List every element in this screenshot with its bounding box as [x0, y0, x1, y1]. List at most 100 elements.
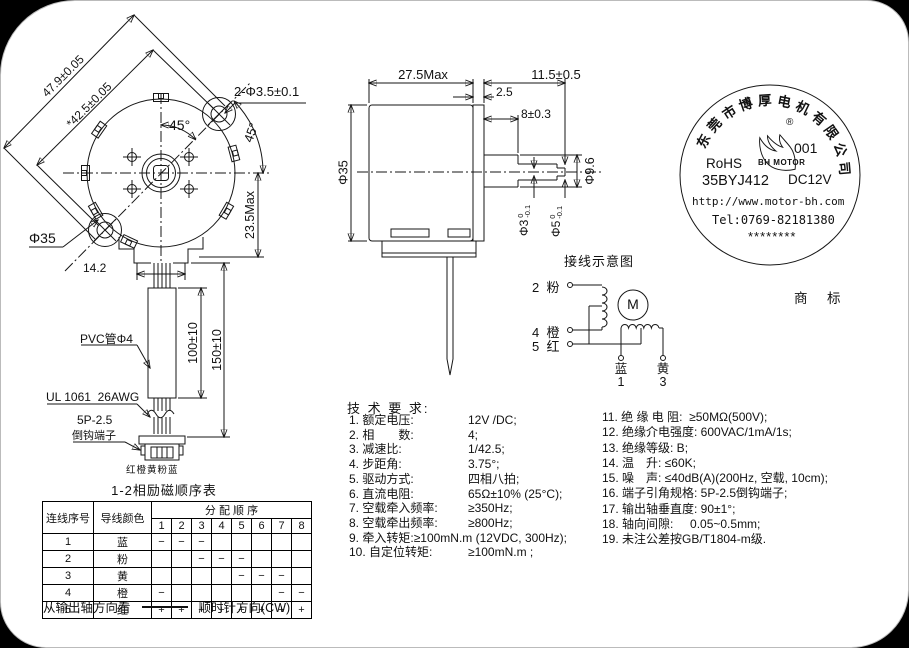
angle-inner: 45°: [169, 117, 191, 133]
arc-char: 电: [776, 93, 793, 111]
cell-mark: −: [291, 584, 312, 602]
dim-lead-length: 150±10: [210, 329, 224, 371]
pvc-tube-label: PVC管Φ4: [80, 332, 133, 346]
tech-label: 9. 牵入转矩:: [349, 530, 414, 545]
tech-value: 1/42.5;: [468, 442, 505, 457]
dim-boss-diameter: Φ9.6: [583, 157, 597, 185]
coil-a: [601, 286, 608, 328]
tech-item: 16. 端子引角规格: 5P-2.5倒钩端子;: [602, 486, 788, 501]
tech-requirements-left: 1. 额定电压:12V /DC; 2. 相 数:4; 3. 减速比:1/42.5…: [349, 413, 567, 560]
tech-value: 12V /DC;: [468, 413, 517, 427]
cell-mark: −: [271, 567, 292, 585]
tech-item: 7. 空载牵入频率: ≥350Hz;: [349, 501, 567, 516]
cell-mark: −: [251, 567, 272, 585]
tech-item: 14. 温 升: ≤60K;: [602, 455, 696, 470]
terminal-3-num: 3: [659, 375, 667, 389]
tech-item: 19. 未注公差按GB/T1804-m级.: [602, 532, 767, 546]
cell-mark: [211, 533, 232, 551]
tech-label: 8. 空载牵出频率:: [349, 515, 438, 530]
cell-color: 蓝: [93, 533, 152, 551]
tech-label: 7. 空载牵入频率:: [349, 501, 438, 516]
trademark-caption: 商 标: [794, 291, 845, 306]
tech-value: 四相八拍;: [468, 471, 520, 486]
stamp-website: http://www.motor-bh.com: [692, 195, 845, 208]
tech-item: 4. 步距角:3.75°;: [349, 457, 567, 472]
registered-mark: ®: [786, 117, 794, 128]
coil-b: [620, 324, 660, 330]
tech-value: 4;: [468, 427, 479, 442]
tech-item: 10. 自定位转矩:≥100mN.m ;: [349, 545, 567, 560]
side-view-dimensions: [348, 79, 582, 241]
tech-label: 5. 驱动方式:: [349, 471, 414, 486]
tech-item: 2. 相 数: 4;: [349, 428, 567, 443]
cell-num: 1: [42, 533, 94, 551]
cell-mark: −: [231, 567, 252, 585]
step-header: 1: [151, 518, 172, 534]
stamp-voltage: DC12V: [788, 172, 832, 187]
cell-mark: [151, 550, 172, 568]
step-header: 4: [211, 518, 232, 534]
cell-mark: [251, 533, 272, 551]
dim-shaft-main: Φ5: [549, 220, 563, 237]
tech-label: 2. 相 数:: [349, 427, 414, 442]
col-header-num: 连线序号: [42, 501, 94, 534]
cell-mark: −: [211, 550, 232, 568]
step-header: 6: [251, 518, 272, 534]
stamp-rohs: RoHS: [706, 156, 743, 171]
tech-value: ≥800Hz;: [468, 515, 513, 530]
wire-spec-label: UL 1061 26AWG: [46, 390, 140, 404]
terminal-2: 2 粉: [532, 277, 559, 296]
tech-title: 技 术 要 求:: [347, 401, 430, 416]
arc-char: 司: [836, 161, 853, 176]
tech-item: 9. 牵入转矩:≥100mN.m (12VDC, 300Hz);: [349, 531, 567, 546]
dim-height-below-center: 23.5Max: [243, 191, 257, 239]
terminal-4-color: 橙: [546, 325, 560, 340]
tech-item: 18. 轴向间隙: 0.05~0.5mm;: [602, 516, 761, 531]
dim-shaft: Φ5 0 -0.1: [547, 189, 565, 237]
stamp-serial: 001: [794, 140, 818, 156]
cell-num: 3: [42, 567, 94, 585]
tech-value: ≥350Hz;: [468, 501, 513, 516]
tech-value: ≥100mN.m ;: [468, 545, 534, 560]
tol-lower: -0.1: [523, 204, 532, 218]
dim-wire-exit: 14.2: [83, 261, 107, 275]
cell-num: 2: [42, 550, 94, 568]
stamp-stars: ********: [748, 229, 797, 244]
cell-mark: −: [151, 533, 172, 551]
cell-mark: [271, 550, 292, 568]
terminal-3-color: 黄: [656, 362, 670, 376]
dim-shaft-protrusion: 11.5±0.5: [531, 67, 581, 82]
dim-boss-length: 8±0.3: [521, 107, 551, 121]
lead-bundle: [446, 257, 454, 376]
cell-mark: [271, 533, 292, 551]
step-header: 7: [271, 518, 292, 534]
dim-pvc-length: 100±10: [186, 322, 200, 364]
step-header: 2: [171, 518, 192, 534]
cell-mark: +: [291, 601, 312, 619]
cell-mark: [171, 567, 192, 585]
step-header: 8: [291, 518, 312, 534]
tech-requirements-right: 11. 绝 缘 电 阻: ≥50MΩ(500V); 12. 绝缘介电强度: 60…: [602, 410, 828, 547]
cell-color: 粉: [93, 550, 152, 568]
wiring-title: 接线示意图: [564, 254, 635, 269]
connector-5p: [138, 435, 186, 461]
footer-direction-text: 顺时针方向(CW): [198, 601, 291, 615]
cell-mark: −: [171, 533, 192, 551]
wiring-diagram: [567, 282, 666, 361]
footer-view-text: 从输出轴方向看: [43, 601, 131, 615]
terminal-1-num: 1: [617, 375, 625, 389]
connector-label-2: 倒钩端子: [72, 430, 116, 442]
cell-mark: [191, 567, 212, 585]
cell-mark: −: [191, 533, 212, 551]
tech-item: 15. 噪 声: ≤40dB(A)(200Hz, 空载, 10cm);: [602, 471, 828, 485]
dim-shaft-tip-main: Φ3: [517, 219, 531, 236]
